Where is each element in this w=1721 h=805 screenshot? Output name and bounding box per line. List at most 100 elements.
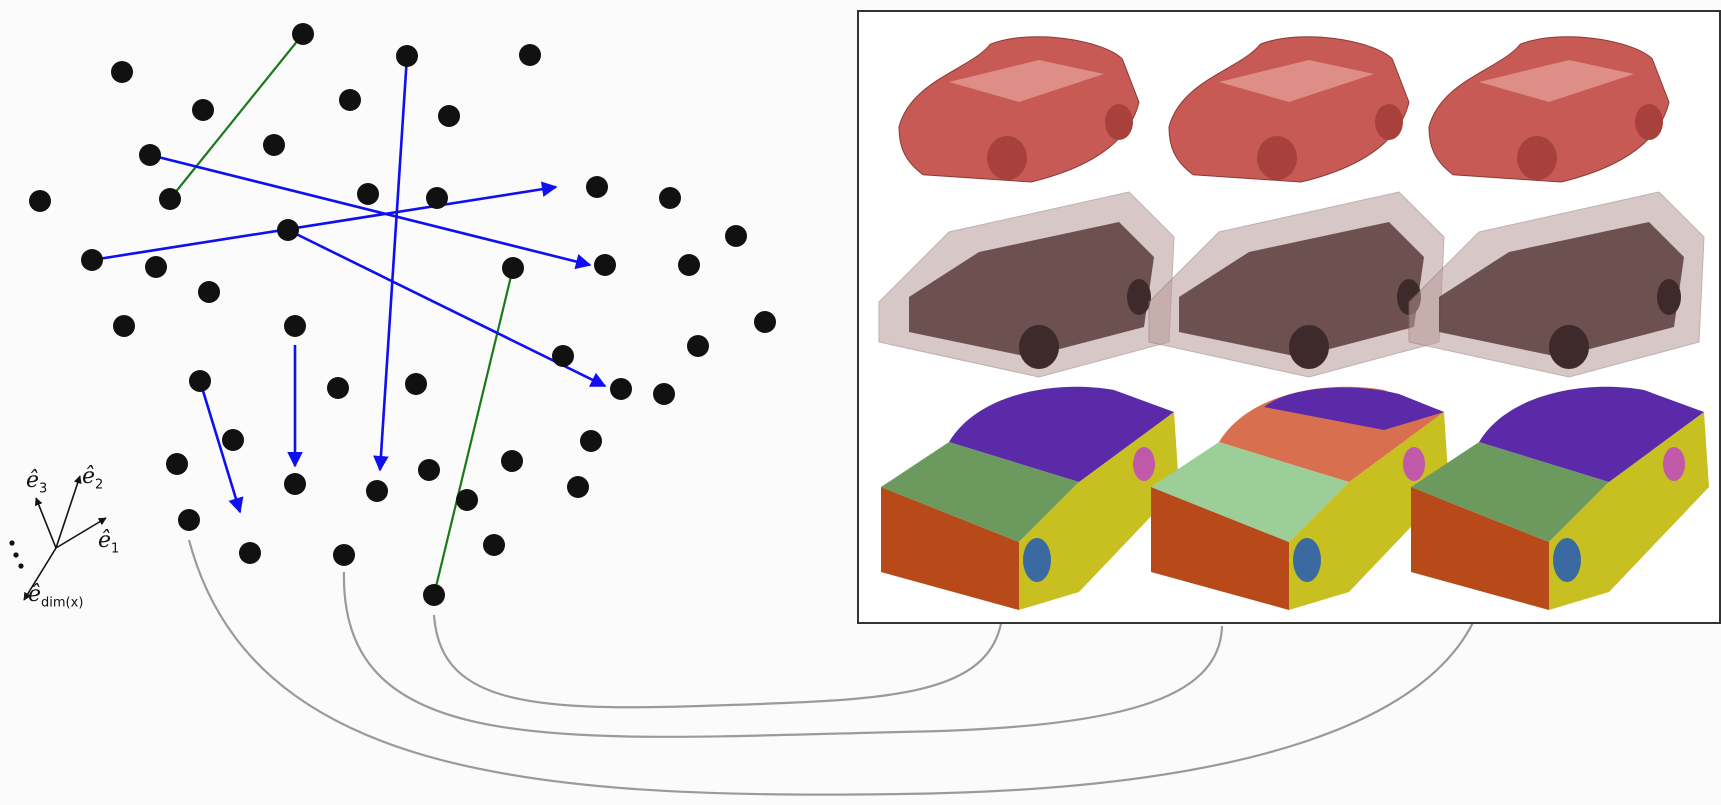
link-curve	[187, 539, 1482, 796]
latent-point	[111, 61, 133, 83]
latent-point	[552, 345, 574, 367]
latent-point	[586, 176, 608, 198]
deformation-arrow	[91, 181, 558, 262]
car-template-front	[881, 487, 1019, 610]
latent-point	[580, 430, 602, 452]
latent-points	[29, 23, 776, 606]
latent-point	[687, 335, 709, 357]
latent-point	[678, 254, 700, 276]
latent-point	[366, 480, 388, 502]
deformation-arrow	[198, 380, 244, 514]
car-mesh-icon	[1168, 36, 1410, 183]
car-proxy-wheel	[1549, 325, 1589, 369]
basis-axis-edim	[23, 547, 57, 601]
latent-point	[501, 450, 523, 472]
basis-ellipsis-dot	[18, 563, 24, 569]
car-mesh-windshield	[1479, 60, 1634, 102]
basis-label-e3: ê3	[26, 468, 48, 497]
car-proxy-body	[1439, 222, 1684, 357]
latent-point	[725, 225, 747, 247]
latent-point	[405, 373, 427, 395]
basis-axes	[9, 475, 107, 601]
car-template-hood	[1151, 442, 1349, 542]
latent-point	[277, 219, 299, 241]
latent-point	[198, 281, 220, 303]
latent-point	[139, 144, 161, 166]
car-proxy-wheel	[1289, 325, 1329, 369]
latent-point	[178, 509, 200, 531]
car-template-wheel	[1663, 447, 1685, 481]
car-proxy-wheel	[1019, 325, 1059, 369]
latent-point	[423, 584, 445, 606]
car-template-roof	[1479, 386, 1704, 482]
car-mesh-windshield	[1219, 60, 1374, 102]
car-mesh-windshield	[949, 60, 1104, 102]
latent-point	[754, 311, 776, 333]
deformation-arrow	[373, 55, 409, 472]
latent-point	[284, 315, 306, 337]
basis-label-e1: ê1	[98, 528, 120, 557]
deformation-arrow	[287, 228, 607, 388]
link-curve	[432, 614, 1004, 709]
basis-ellipsis-dot	[13, 552, 19, 558]
car-template-wheel	[1133, 447, 1155, 481]
car-proxy-wheel	[1127, 279, 1151, 315]
latent-point	[166, 453, 188, 475]
car-proxy-icon	[1148, 191, 1445, 378]
latent-point	[29, 190, 51, 212]
latent-point	[594, 254, 616, 276]
latent-point	[519, 44, 541, 66]
latent-point	[189, 370, 211, 392]
basis-label-e2: ê2	[82, 464, 104, 493]
car-template-icon	[1151, 386, 1449, 610]
car-examples-panel	[857, 10, 1721, 624]
car-template-wheel	[1553, 538, 1581, 582]
latent-point	[418, 459, 440, 481]
car-template-hood	[1411, 442, 1609, 542]
latent-point	[333, 544, 355, 566]
car-template-wheel	[1023, 538, 1051, 582]
car-mesh-wheel	[1257, 136, 1297, 180]
deformation-arrows	[91, 55, 607, 514]
latent-point	[222, 429, 244, 451]
latent-point	[610, 378, 632, 400]
latent-point	[426, 187, 448, 209]
car-template-front	[1151, 487, 1289, 610]
car-proxy-body	[909, 222, 1154, 357]
car-proxy-icon	[878, 191, 1175, 378]
latent-point	[192, 99, 214, 121]
latent-point	[396, 45, 418, 67]
latent-point	[438, 105, 460, 127]
latent-point	[327, 377, 349, 399]
car-mesh-wheel	[987, 136, 1027, 180]
link-curves	[187, 539, 1482, 796]
car-template-roof	[949, 386, 1174, 482]
latent-point	[483, 534, 505, 556]
latent-point	[659, 187, 681, 209]
car-template-roof-rear	[1264, 387, 1444, 430]
latent-point	[456, 489, 478, 511]
correspondence-line	[432, 267, 515, 596]
latent-point	[502, 257, 524, 279]
car-proxy-icon	[1408, 191, 1705, 378]
car-grid	[878, 36, 1709, 610]
car-mesh-wheel	[1105, 104, 1133, 140]
latent-point	[567, 476, 589, 498]
latent-point	[653, 383, 675, 405]
car-template-front	[1411, 487, 1549, 610]
latent-point	[113, 315, 135, 337]
car-template-wheel	[1403, 447, 1425, 481]
car-proxy-body	[1179, 222, 1424, 357]
car-mesh-wheel	[1517, 136, 1557, 180]
latent-point	[263, 134, 285, 156]
correspondence-line	[169, 33, 304, 200]
basis-axis-e1	[55, 517, 107, 549]
car-proxy-wheel	[1657, 279, 1681, 315]
basis-ellipsis-dot	[9, 540, 15, 546]
basis-axis-e3	[34, 497, 57, 549]
link-curve	[342, 571, 1224, 738]
latent-point	[357, 183, 379, 205]
car-template-hood	[881, 442, 1079, 542]
